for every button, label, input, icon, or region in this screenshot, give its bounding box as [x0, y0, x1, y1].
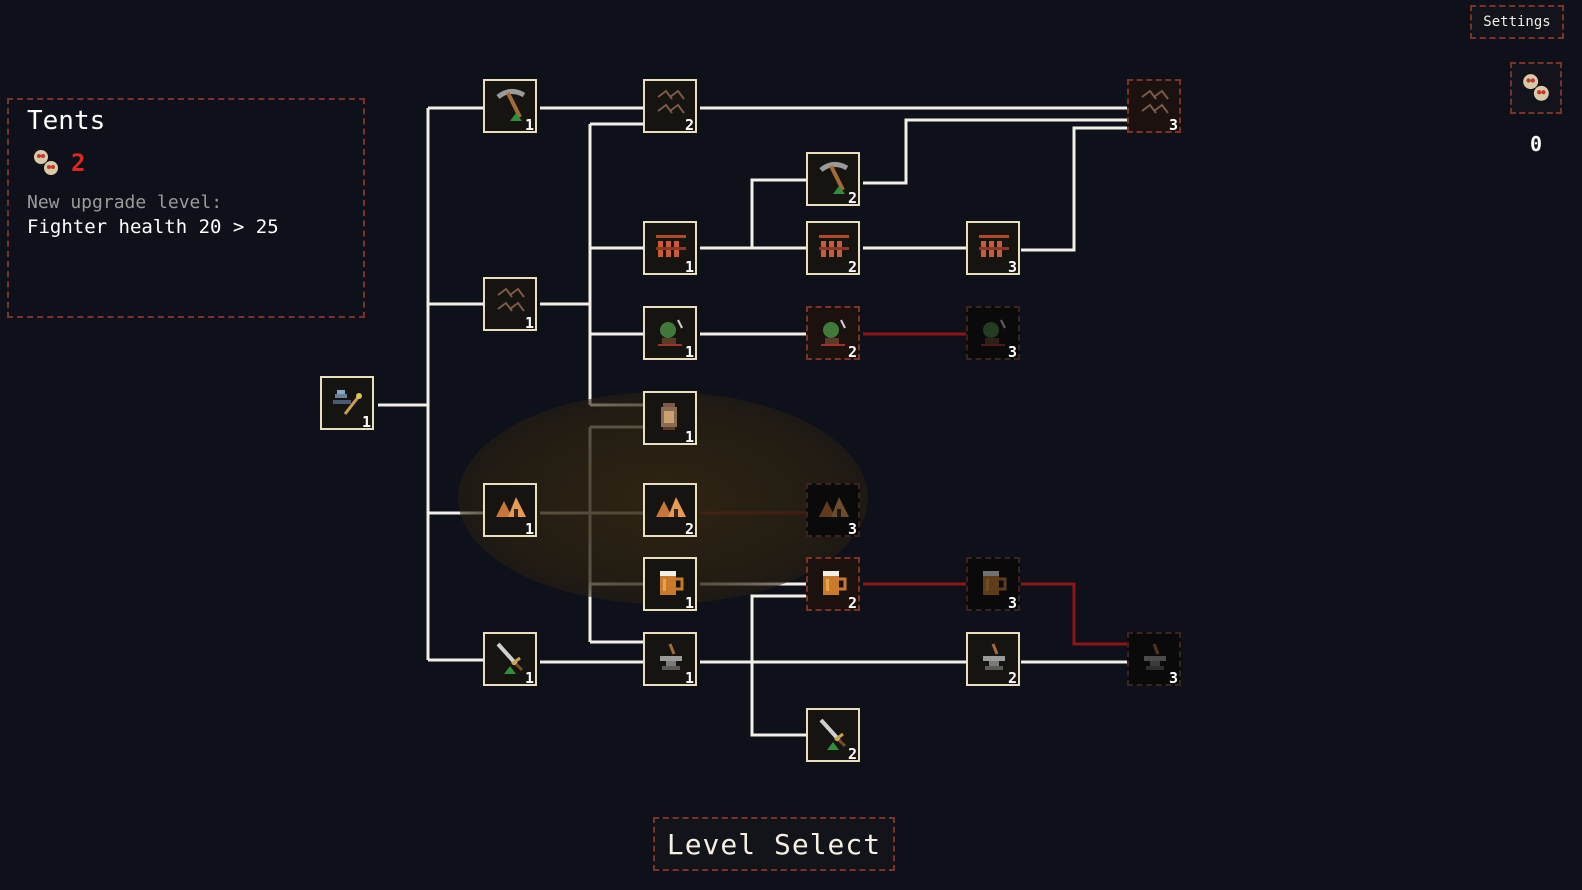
wind-icon — [1141, 89, 1169, 114]
currency-display — [1510, 62, 1562, 114]
node-level: 1 — [684, 669, 694, 687]
node-level: 2 — [847, 189, 857, 207]
fence-icon — [656, 235, 686, 257]
tree-node-beer-2[interactable]: 2 — [806, 557, 860, 612]
tree-node-anvil-3[interactable]: 3 — [1127, 632, 1181, 687]
edge — [378, 106, 483, 662]
tree-node-tents-1[interactable]: 1 — [483, 483, 537, 538]
skull-coin-icon — [34, 150, 58, 175]
pickaxe-icon — [496, 89, 526, 121]
beer-mug-icon — [983, 571, 1007, 595]
fence-icon — [819, 235, 849, 257]
tree-node-lantern-1[interactable]: 1 — [643, 391, 697, 446]
node-level: 3 — [1007, 343, 1017, 361]
tree-node-wind-1[interactable]: 1 — [483, 277, 537, 332]
tree-node-anvil-1[interactable]: 1 — [643, 632, 697, 687]
tent-icon — [496, 497, 526, 517]
node-level: 1 — [524, 669, 534, 687]
node-level: 2 — [847, 594, 857, 612]
node-level: 3 — [1007, 594, 1017, 612]
sword-icon — [819, 718, 847, 750]
tree-node-fence-3[interactable]: 3 — [966, 221, 1020, 276]
node-level: 2 — [847, 745, 857, 763]
node-level: 1 — [684, 594, 694, 612]
tree-node-goblin-3[interactable]: 3 — [966, 306, 1020, 361]
wind-icon — [497, 287, 525, 312]
edge — [863, 118, 1127, 185]
node-level: 1 — [684, 343, 694, 361]
tree-node-tents-2[interactable]: 2 — [643, 483, 697, 538]
tree-node-root[interactable]: 1 — [320, 376, 374, 431]
node-level: 3 — [1168, 116, 1178, 134]
edge — [540, 122, 643, 407]
upgrade-description: Fighter health 20 > 25 — [27, 216, 279, 238]
node-level: 1 — [684, 258, 694, 276]
node-level: 2 — [684, 116, 694, 134]
tree-node-goblin-2[interactable]: 2 — [806, 306, 860, 361]
goblin-icon — [658, 319, 683, 346]
lantern-icon — [661, 403, 677, 430]
tree-node-fence-1[interactable]: 1 — [643, 221, 697, 276]
tree-node-sword-2[interactable]: 2 — [806, 708, 860, 763]
tree-node-fence-2[interactable]: 2 — [806, 221, 860, 276]
node-level: 1 — [524, 116, 534, 134]
anvil-icon — [660, 643, 682, 670]
tree-node-wind-2[interactable]: 2 — [643, 79, 697, 134]
tree-node-pickaxe-1[interactable]: 1 — [483, 79, 537, 134]
grave-staff-icon — [333, 390, 362, 415]
tree-node-anvil-2[interactable]: 2 — [966, 632, 1020, 687]
tree-node-pickaxe-2[interactable]: 2 — [806, 152, 860, 207]
upgrade-info-panel: Tents 2 New upgrade level: Fighter healt… — [7, 98, 365, 318]
edge — [1021, 126, 1127, 252]
tree-node-wind-3[interactable]: 3 — [1127, 79, 1181, 134]
tree-node-beer-3[interactable]: 3 — [966, 557, 1020, 612]
node-level: 1 — [524, 520, 534, 538]
node-level: 1 — [524, 314, 534, 332]
node-level: 2 — [847, 258, 857, 276]
upgrade-title: Tents — [27, 106, 106, 136]
node-level: 3 — [1168, 669, 1178, 687]
upgrade-cost-value: 2 — [71, 149, 86, 177]
tree-node-sword-1[interactable]: 1 — [483, 632, 537, 687]
node-level: 2 — [847, 343, 857, 361]
level-select-button[interactable]: Level Select — [653, 817, 895, 871]
node-level: 3 — [847, 520, 857, 538]
beer-mug-icon — [823, 571, 847, 595]
pickaxe-icon — [819, 162, 849, 194]
edge — [700, 178, 806, 250]
settings-button[interactable]: Settings — [1470, 5, 1564, 39]
fence-icon — [979, 235, 1009, 257]
edge — [700, 594, 966, 737]
sword-icon — [496, 642, 524, 674]
goblin-icon — [821, 319, 846, 346]
currency-count: 0 — [1529, 132, 1543, 156]
node-level: 2 — [1007, 669, 1017, 687]
goblin-icon — [981, 319, 1006, 346]
node-level: 1 — [684, 428, 694, 446]
skull-coin-icon — [1523, 74, 1549, 101]
anvil-icon — [1144, 643, 1166, 670]
tent-icon — [819, 497, 849, 517]
node-level: 2 — [684, 520, 694, 538]
node-level: 1 — [361, 413, 371, 431]
tree-node-goblin-1[interactable]: 1 — [643, 306, 697, 361]
edge-locked — [1021, 582, 1127, 646]
node-level: 3 — [1007, 258, 1017, 276]
tree-node-beer-1[interactable]: 1 — [643, 557, 697, 612]
beer-mug-icon — [660, 571, 684, 595]
anvil-icon — [983, 643, 1005, 670]
upgrade-cost: 2 — [31, 148, 85, 178]
wind-icon — [657, 89, 685, 114]
tent-icon — [656, 497, 686, 517]
tree-node-tents-3[interactable]: 3 — [806, 483, 860, 538]
upgrade-subtitle: New upgrade level: — [27, 192, 223, 213]
